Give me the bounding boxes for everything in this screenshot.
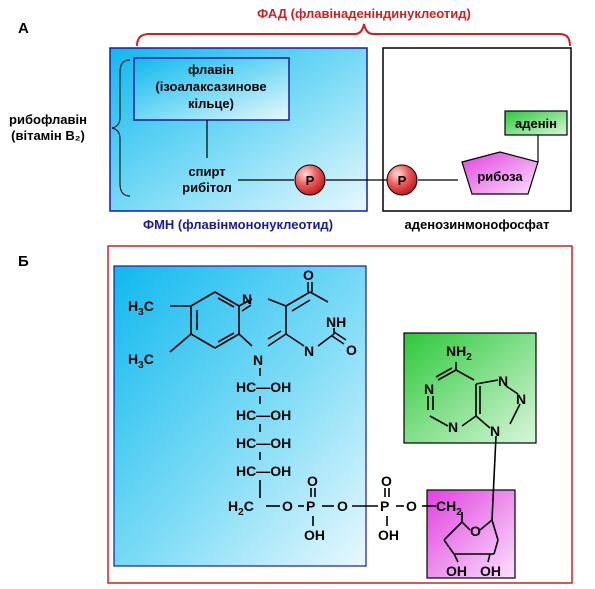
flavin-box: [133, 57, 290, 121]
adenine-n1: N: [424, 381, 434, 397]
amp-label: аденозинмонофосфат: [405, 217, 550, 232]
adenine-label: аденін: [515, 116, 557, 131]
phosphate-1: [294, 164, 326, 196]
ribose-ch2: CH2: [436, 498, 462, 518]
ribitol-hcoh-3: HC—OH: [236, 435, 291, 451]
riboflavin-label-2: (вітамін В₂): [11, 128, 85, 143]
atom-o-top: O: [303, 267, 314, 283]
ribitol-hcoh-1: HC—OH: [236, 379, 291, 395]
flavin-ribitol-box: [113, 265, 367, 567]
atom-o-right: O: [346, 342, 357, 358]
phosphate-1-label: Р: [306, 173, 315, 188]
ribitol-hcoh-2: HC—OH: [236, 407, 291, 423]
ribitol-h2c: H2C: [228, 498, 254, 518]
riboflavin-label-1: рибофлавін: [9, 112, 87, 127]
flavin-ring-bonds: [169, 282, 521, 563]
atom-n-bottom: N: [304, 343, 314, 359]
flavin-label-1: флавін: [188, 62, 234, 77]
ribose-oh-right: OH: [480, 563, 501, 579]
adenine-n9: N: [490, 423, 500, 439]
fad-title: ФАД (флавінаденіндинуклеотид): [257, 6, 471, 21]
panel-a-letter: А: [18, 20, 29, 37]
atom-oh-p1: OH: [304, 527, 325, 543]
atom-oh-p2: OH: [378, 527, 399, 543]
ribose-ring-o: O: [470, 523, 481, 539]
atom-p2: P: [380, 498, 389, 514]
panel-b-letter: Б: [18, 253, 29, 270]
flavin-label-3: кільце): [188, 96, 234, 111]
methyl-bottom: H3C: [128, 351, 154, 371]
riboflavin-brace: [111, 59, 131, 197]
phosphate-2-label: Р: [398, 173, 407, 188]
adenine-box: [504, 110, 568, 136]
ribose-structure-box: [426, 489, 516, 579]
adenine-c8-n: N: [516, 391, 526, 407]
atom-n-top: N: [242, 291, 252, 307]
atom-o-link3: O: [406, 498, 417, 514]
ribitol-label-2: рибітол: [182, 180, 232, 195]
atom-o-link2: O: [337, 498, 348, 514]
adenine-structure-box: [403, 332, 537, 444]
atom-o-link1: O: [282, 498, 293, 514]
atom-o-p2-top: O: [381, 473, 392, 489]
adenine-n3: N: [448, 419, 458, 435]
methyl-top: H3C: [128, 298, 154, 318]
adenine-n7: N: [498, 373, 508, 389]
fad-bracket: [136, 23, 571, 47]
ribose-pentagon: [461, 151, 539, 195]
fmn-label: ФМН (флавінмононуклеотид): [143, 217, 333, 232]
adenine-nh2: NH2: [446, 343, 472, 363]
ribose-oh-left: OH: [446, 563, 467, 579]
ribose-label: рибоза: [477, 169, 523, 184]
ribitol-label-1: спирт: [188, 164, 225, 179]
atom-o-p1-top: O: [307, 473, 318, 489]
flavin-label-2: (ізоалаксазинове: [155, 79, 266, 94]
phosphate-2: [386, 164, 418, 196]
atom-p1: P: [306, 498, 315, 514]
atom-nh: NH: [326, 314, 346, 330]
atom-n-ribitol: N: [253, 352, 263, 368]
ribitol-hcoh-4: HC—OH: [236, 463, 291, 479]
